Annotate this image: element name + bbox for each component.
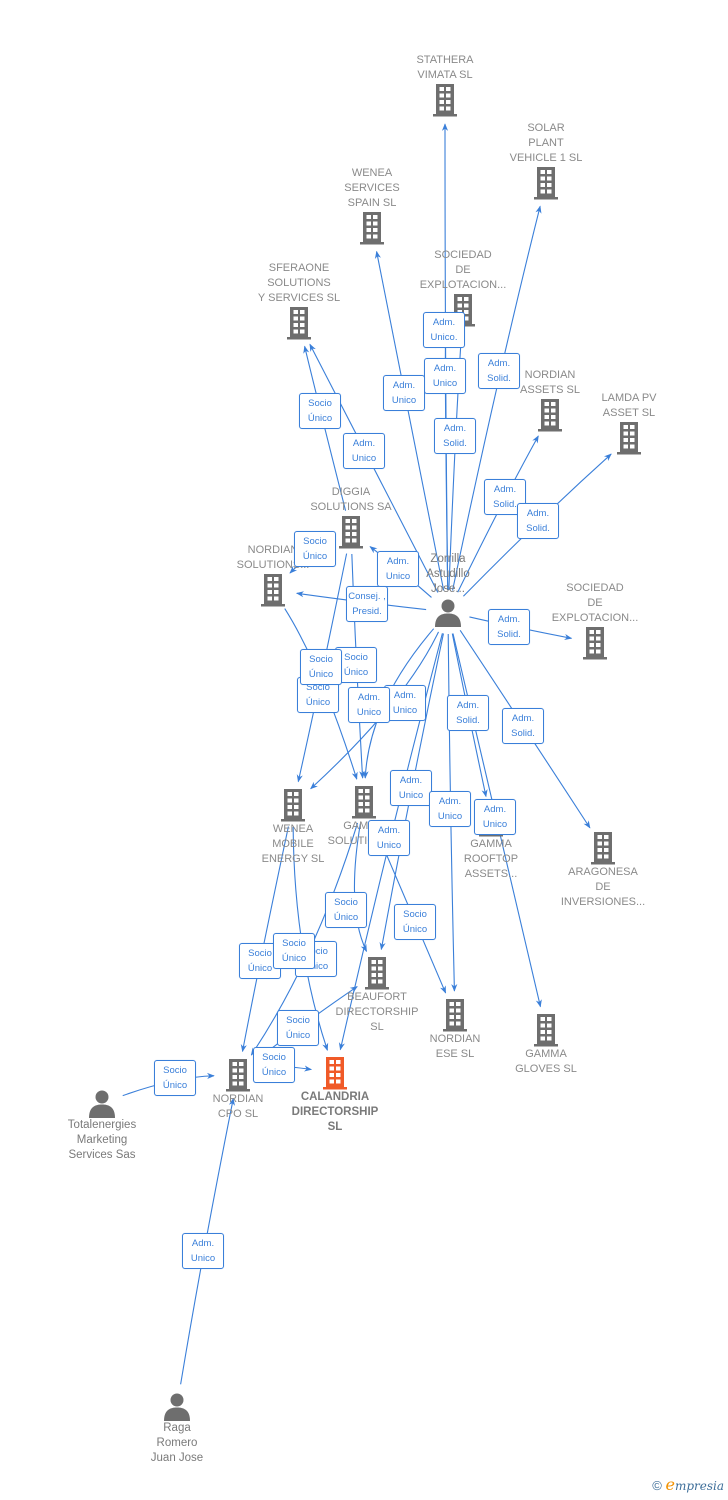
edge-label: Adm. Unico. [423, 312, 465, 348]
edge-label: Adm. Unico [474, 799, 516, 835]
person-icon [383, 597, 513, 627]
node-wenea-spain[interactable]: WENEA SERVICES SPAIN SL [307, 166, 437, 245]
edge-label: Adm. Unico [348, 687, 390, 723]
building-icon [485, 398, 615, 432]
brand-logo-text: mpresia [674, 1479, 724, 1493]
node-label: LAMDA PV ASSET SL [601, 392, 657, 419]
node-label: ARAGONESA DE INVERSIONES... [560, 866, 646, 908]
edge-label: Adm. Unico [383, 375, 425, 411]
copyright: © empresia [652, 1475, 724, 1494]
edge-label: Socio Único [335, 647, 377, 683]
edge-label: Adm. Unico [343, 433, 385, 469]
node-wenea-mobile[interactable]: WENEA MOBILE ENERGY SL [228, 788, 358, 867]
building-icon [481, 166, 611, 200]
node-label: SOCIEDAD DE EXPLOTACION... [419, 249, 507, 291]
node-label: NORDIAN ESE SL [429, 1033, 481, 1060]
node-stathera[interactable]: STATHERA VIMATA SL [380, 53, 510, 117]
edge-label: Adm. Unico [368, 820, 410, 856]
edge-label: Adm. Solid. [447, 695, 489, 731]
node-label: SOCIEDAD DE EXPLOTACION... [551, 582, 639, 624]
node-soc-expl1[interactable]: SOCIEDAD DE EXPLOTACION... [398, 248, 528, 327]
building-icon [380, 83, 510, 117]
node-aragonesa[interactable]: ARAGONESA DE INVERSIONES... [538, 831, 668, 910]
building-icon [307, 211, 437, 245]
edge-label: Socio Único [294, 531, 336, 567]
edge-label: Adm. Unico [182, 1233, 224, 1269]
edge-label: Socio Único [299, 393, 341, 429]
node-nordian-ese[interactable]: NORDIAN ESE SL [390, 998, 520, 1062]
node-label: CALANDRIA DIRECTORSHIP SL [291, 1091, 379, 1133]
edge-label: Socio Único [394, 904, 436, 940]
edge-label: Socio Único [154, 1060, 196, 1096]
node-label: SFERAONE SOLUTIONS Y SERVICES SL [257, 262, 341, 304]
node-label: STATHERA VIMATA SL [416, 54, 474, 81]
node-zorrilla[interactable]: Zorrilla Astudillo Jose... [383, 552, 513, 627]
edge-label: Socio Único [325, 892, 367, 928]
node-totalenergies[interactable]: Totalenergies Marketing Services Sas [37, 1088, 167, 1163]
building-icon [530, 626, 660, 660]
node-raga[interactable]: Raga Romero Juan Jose [112, 1391, 242, 1466]
building-icon [228, 788, 358, 822]
node-soc-expl2[interactable]: SOCIEDAD DE EXPLOTACION... [530, 581, 660, 660]
node-label: NORDIAN SOLUTIONS... [236, 544, 310, 571]
edge-label: Consej. , Presid. [346, 586, 388, 622]
node-label: Raga Romero Juan Jose [150, 1422, 204, 1464]
building-icon [312, 956, 442, 990]
edge-label: Adm. Unico [390, 770, 432, 806]
edge-label: Adm. Solid. [434, 418, 476, 454]
building-icon [564, 421, 694, 455]
node-label: Totalenergies Marketing Services Sas [67, 1119, 137, 1161]
edge-label: Adm. Unico [377, 551, 419, 587]
edge-label: Adm. Unico [384, 685, 426, 721]
copyright-symbol: © [652, 1478, 662, 1493]
node-label: Zorrilla Astudillo Jose... [426, 553, 470, 595]
building-icon [538, 831, 668, 865]
edge-label: Adm. Unico [424, 358, 466, 394]
node-label: NORDIAN CPO SL [212, 1093, 264, 1120]
node-label: WENEA SERVICES SPAIN SL [344, 167, 400, 209]
node-gamma-gloves[interactable]: GAMMA GLOVES SL [481, 1013, 611, 1077]
node-label: GAMMA ROOFTOP ASSETS... [463, 838, 519, 880]
building-icon [286, 515, 416, 549]
edge-label: Adm. Unico [429, 791, 471, 827]
building-icon [390, 998, 520, 1032]
node-nordian-sol[interactable]: NORDIAN SOLUTIONS... [208, 543, 338, 607]
edge-label: Socio Único [277, 1010, 319, 1046]
building-icon [234, 306, 364, 340]
node-sferaone[interactable]: SFERAONE SOLUTIONS Y SERVICES SL [234, 261, 364, 340]
node-nordian-assets[interactable]: NORDIAN ASSETS SL [485, 368, 615, 432]
building-icon [299, 785, 429, 819]
node-nordian-cpo[interactable]: NORDIAN CPO SL [173, 1058, 303, 1122]
node-label: WENEA MOBILE ENERGY SL [261, 823, 325, 865]
brand-logo-initial: e [665, 1475, 675, 1494]
node-lamda[interactable]: LAMDA PV ASSET SL [564, 391, 694, 455]
edge-label: Adm. Solid. [478, 353, 520, 389]
building-icon [208, 573, 338, 607]
node-label: NORDIAN ASSETS SL [520, 369, 580, 396]
edge-label: Adm. Solid. [502, 708, 544, 744]
node-beaufort[interactable]: BEAUFORT DIRECTORSHIP SL [312, 956, 442, 1035]
building-icon [270, 1056, 400, 1090]
edge-label: Socio Único [253, 1047, 295, 1083]
node-label: DIGGIA SOLUTIONS SA [310, 486, 392, 513]
node-label: BEAUFORT DIRECTORSHIP SL [335, 991, 419, 1033]
edge-label: Socio Único [273, 933, 315, 969]
edge-label: Adm. Solid. [517, 503, 559, 539]
edge-label: Socio Único [300, 649, 342, 685]
edge-label: Adm. Solid. [488, 609, 530, 645]
node-calandria[interactable]: CALANDRIA DIRECTORSHIP SL [270, 1056, 400, 1135]
node-label: GAMMA GLOVES SL [515, 1048, 577, 1075]
node-diggia[interactable]: DIGGIA SOLUTIONS SA [286, 485, 416, 549]
building-icon [173, 1058, 303, 1092]
person-icon [112, 1391, 242, 1421]
node-solar[interactable]: SOLAR PLANT VEHICLE 1 SL [481, 121, 611, 200]
building-icon [481, 1013, 611, 1047]
node-label: SOLAR PLANT VEHICLE 1 SL [509, 122, 583, 164]
person-icon [37, 1088, 167, 1118]
